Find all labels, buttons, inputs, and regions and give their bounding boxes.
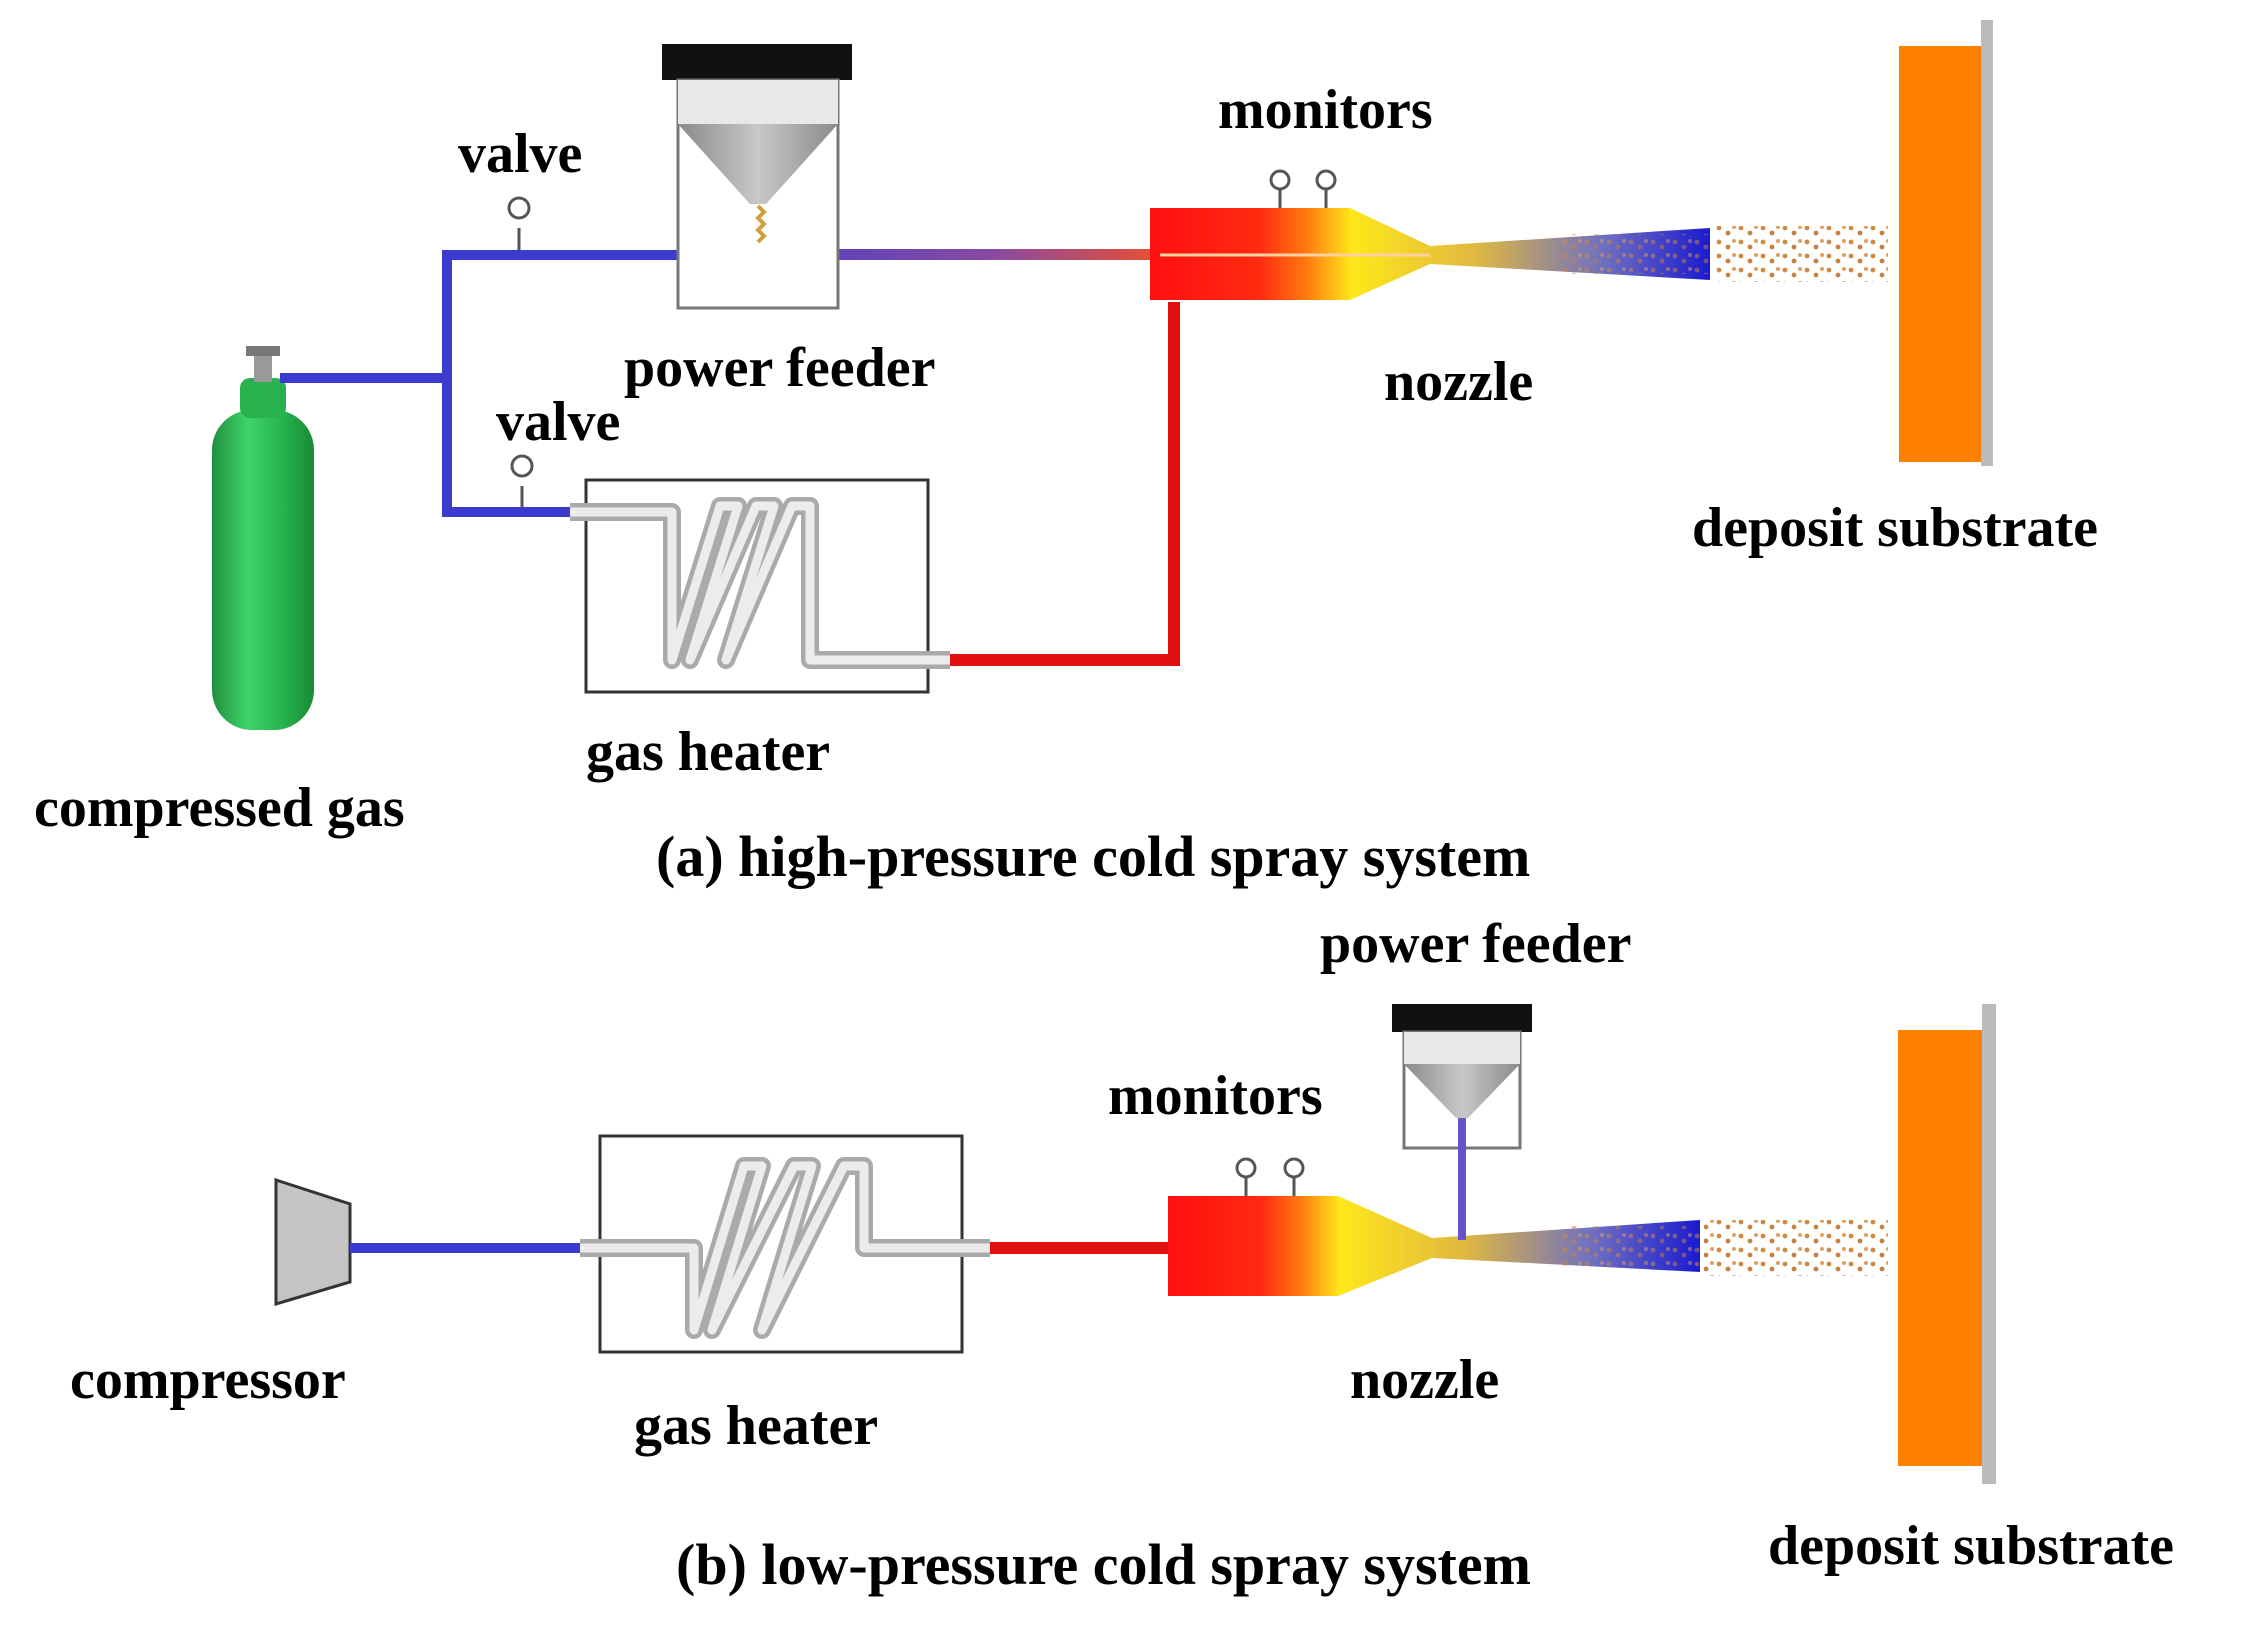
valve-top-label: valve	[458, 123, 582, 185]
spray-gun-icon	[1150, 208, 1710, 300]
diagram-a: valve valve power feeder monitors nozzle…	[34, 20, 2098, 889]
cold-gas-line	[280, 250, 760, 517]
spray-gun-icon	[1168, 1196, 1700, 1296]
caption-b: (b) low-pressure cold spray system	[676, 1532, 1531, 1597]
power-feeder-label: power feeder	[1320, 913, 1632, 975]
substrate-icon	[1899, 20, 1993, 466]
monitor-gauge-icon	[1235, 1157, 1305, 1196]
particle-spray	[1704, 1220, 1888, 1276]
hot-gas-line	[950, 302, 1180, 666]
gas-heater-label: gas heater	[634, 1395, 878, 1457]
powder-laden-line	[750, 249, 1160, 260]
valve-bottom-label: valve	[496, 391, 620, 453]
compressed-gas-label: compressed gas	[34, 777, 405, 839]
powder-feeder-icon	[1392, 1004, 1532, 1240]
valve-icon	[510, 454, 534, 508]
gas-heater-icon	[570, 478, 950, 694]
deposit-substrate-label: deposit substrate	[1768, 1515, 2174, 1577]
powder-feeder-icon	[662, 44, 852, 310]
compressor-icon	[274, 1177, 352, 1307]
monitors-label: monitors	[1218, 79, 1433, 141]
power-feeder-label: power feeder	[624, 337, 936, 399]
gas-heater-label: gas heater	[586, 721, 830, 783]
nozzle-label: nozzle	[1350, 1349, 1499, 1411]
monitor-gauge-icon	[1269, 169, 1337, 208]
monitors-label: monitors	[1108, 1065, 1323, 1127]
deposit-substrate-label: deposit substrate	[1692, 497, 2098, 559]
compressor-label: compressor	[70, 1349, 346, 1411]
nozzle-label: nozzle	[1384, 351, 1533, 413]
substrate-icon	[1898, 1004, 1996, 1484]
particle-spray	[1716, 226, 1888, 282]
diagram-b: power feeder monitors compressor gas hea…	[70, 913, 2174, 1597]
caption-a: (a) high-pressure cold spray system	[656, 824, 1530, 889]
gas-cylinder-icon	[212, 346, 314, 730]
valve-icon	[507, 196, 531, 250]
gas-heater-icon	[580, 1134, 990, 1354]
